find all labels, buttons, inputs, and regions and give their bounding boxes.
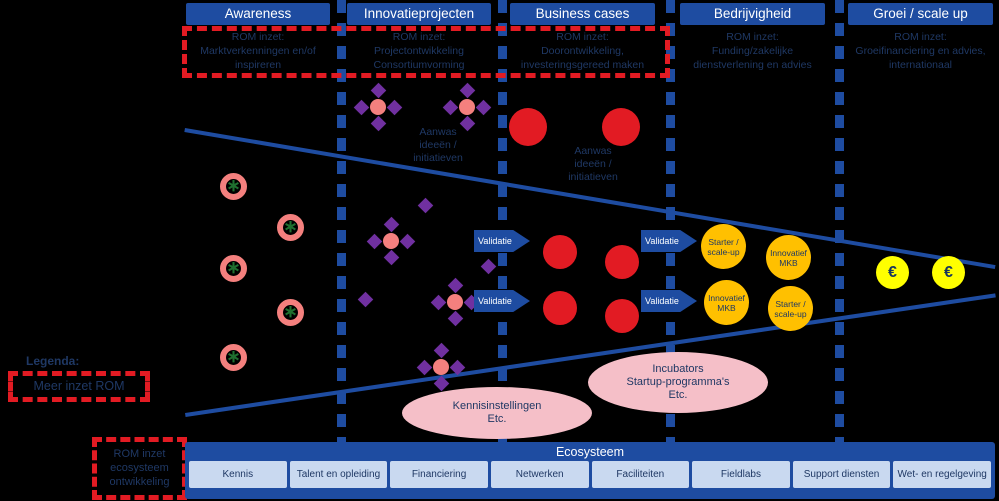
stage-header-innovatieprojecten: Innovatieprojecten (347, 3, 491, 25)
diamond-icon (353, 99, 370, 115)
diamond-icon (459, 82, 475, 99)
ecosystem-cell-wet: Wet- en regelgeving (893, 461, 991, 488)
euro-icon: € (944, 263, 953, 281)
diamond-icon (475, 99, 492, 115)
project-cluster (366, 216, 416, 266)
validatie-arrow: Validatie (474, 230, 530, 252)
ecosystem-cell-talent: Talent en opleiding (289, 461, 388, 488)
company-circle: Starter /scale-up (701, 224, 746, 269)
idea-circle: ∗ (220, 344, 247, 371)
business-case-circle (509, 108, 547, 146)
column-divider (498, 0, 507, 442)
validatie-label: Validatie (645, 236, 679, 246)
diamond-icon (383, 249, 399, 266)
diamond-icon (357, 291, 374, 308)
ecosystem-cell-netwerken: Netwerken (490, 461, 589, 488)
validatie-label: Validatie (478, 296, 512, 306)
diamond-icon (480, 258, 497, 275)
euro-icon: € (888, 263, 897, 281)
project-core (433, 359, 449, 375)
project-core (383, 233, 399, 249)
legend-title: Legenda: (26, 354, 80, 368)
legend-label: Meer inzet ROM (33, 379, 125, 393)
ecosystem-bar: Ecosysteem Kennis Talent en opleiding Fi… (185, 442, 995, 499)
business-case-circle (605, 299, 639, 333)
rom-activity-business-cases: ROM inzet:Doorontwikkeling,investeringsg… (520, 31, 645, 71)
diamond-icon (416, 359, 433, 375)
stage-header-business-cases: Business cases (510, 3, 655, 25)
column-divider (666, 0, 675, 442)
diamond-icon (370, 82, 386, 99)
validatie-label: Validatie (478, 236, 512, 246)
diamond-icon (399, 233, 416, 249)
diamond-icon (449, 359, 466, 375)
project-core (370, 99, 386, 115)
project-cluster (416, 342, 466, 392)
diamond-icon (447, 277, 463, 294)
euro-circle: € (932, 256, 965, 289)
validatie-arrow: Validatie (641, 230, 697, 252)
business-case-circle (543, 291, 577, 325)
company-circle: Starter /scale-up (768, 286, 813, 331)
legend-box: Meer inzet ROM (8, 371, 150, 402)
funnel-bottom-line (185, 293, 996, 417)
column-divider (835, 0, 844, 442)
business-case-circle (602, 108, 640, 146)
seed-icon: ∗ (226, 258, 241, 277)
rom-highlight-box (182, 26, 670, 78)
diamond-icon (417, 197, 434, 214)
diamond-icon (447, 310, 463, 327)
validatie-arrow: Validatie (641, 290, 697, 312)
ecosystem-cell-fieldlabs: Fieldlabs (692, 461, 790, 488)
idea-circle: ∗ (277, 299, 304, 326)
column-divider (337, 0, 346, 442)
project-cluster (430, 277, 480, 327)
ecosystem-title: Ecosysteem (555, 445, 625, 459)
project-core (447, 294, 463, 310)
validatie-label: Validatie (645, 296, 679, 306)
diamond-icon (386, 99, 403, 115)
diamond-icon (370, 115, 386, 132)
seed-icon: ∗ (283, 217, 298, 236)
ecosystem-cells: Kennis Talent en opleiding Financiering … (189, 461, 991, 488)
validatie-arrow: Validatie (474, 290, 530, 312)
stage-header-awareness: Awareness (186, 3, 330, 25)
business-case-circle (605, 245, 639, 279)
rom-activity-groei: ROM inzet:Groeifinanciering en advies,in… (855, 31, 986, 71)
seed-icon: ∗ (226, 176, 241, 195)
ecosystem-cell-financiering: Financiering (390, 461, 488, 488)
idea-circle: ∗ (220, 173, 247, 200)
diamond-icon (442, 99, 459, 115)
diamond-icon (430, 294, 447, 310)
seed-icon: ∗ (226, 347, 241, 366)
diamond-icon (383, 216, 399, 233)
business-case-circle (543, 235, 577, 269)
euro-circle: € (876, 256, 909, 289)
ecosystem-cell-support: Support diensten (792, 461, 891, 488)
idea-circle: ∗ (220, 255, 247, 282)
diamond-icon (433, 342, 449, 359)
diamond-icon (366, 233, 383, 249)
ecosystem-cell-faciliteiten: Faciliteiten (591, 461, 690, 488)
stage-header-groei-scale-up: Groei / scale up (848, 3, 993, 25)
seed-icon: ∗ (283, 302, 298, 321)
project-cluster (353, 82, 403, 132)
diamond-icon (433, 375, 449, 392)
ecosystem-cell-kennis: Kennis (189, 461, 287, 488)
idea-circle: ∗ (277, 214, 304, 241)
project-core (459, 99, 475, 115)
stage-header-bedrijvigheid: Bedrijvigheid (680, 3, 825, 25)
project-cluster (442, 82, 492, 132)
